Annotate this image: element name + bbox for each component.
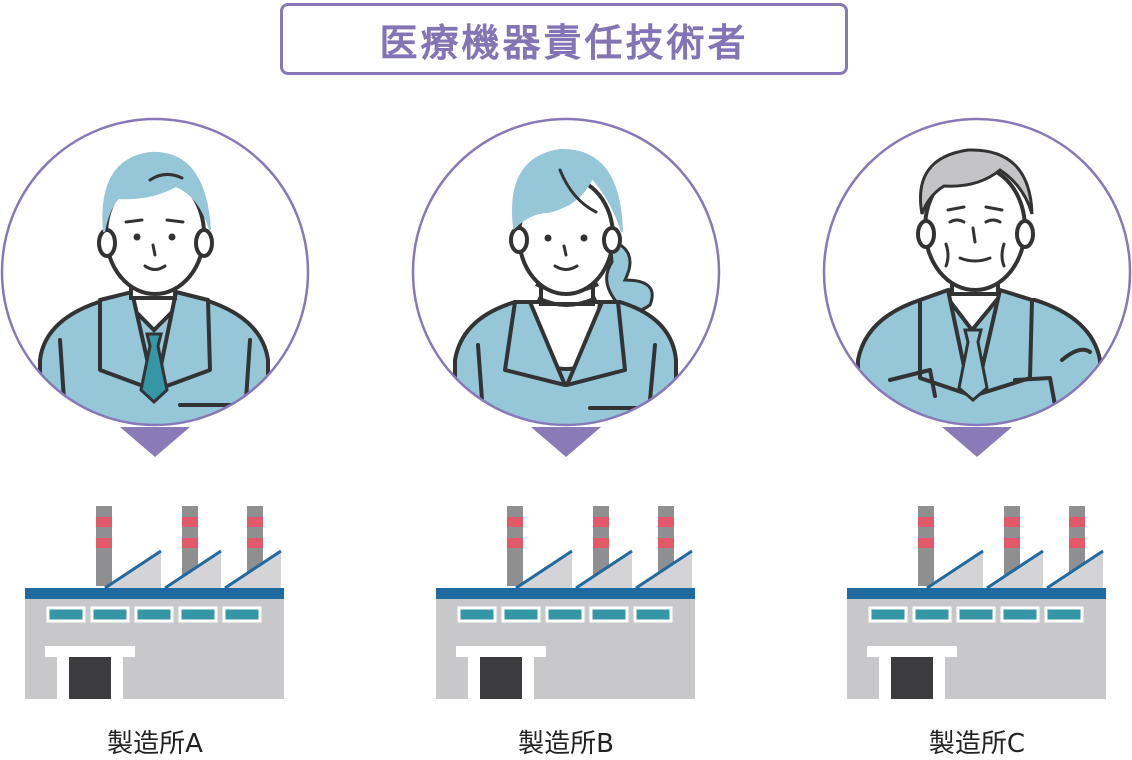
factory-c-label: 製造所C — [928, 729, 1026, 759]
factory-b-icon — [434, 504, 697, 701]
pointer-a — [120, 427, 190, 457]
factory-b-label: 製造所B — [518, 729, 614, 759]
factory-c-icon — [845, 504, 1108, 701]
factory-a-icon — [23, 504, 286, 701]
page-title: 医療機器責任技術者 — [379, 20, 749, 65]
person-c-portrait — [822, 117, 1132, 457]
person-a-portrait — [0, 117, 310, 457]
pointer-c — [942, 427, 1012, 457]
factory-a-label: 製造所A — [107, 729, 203, 759]
pointer-b — [531, 427, 601, 457]
title-box: 医療機器責任技術者 — [280, 3, 848, 75]
person-b-portrait — [411, 117, 721, 457]
